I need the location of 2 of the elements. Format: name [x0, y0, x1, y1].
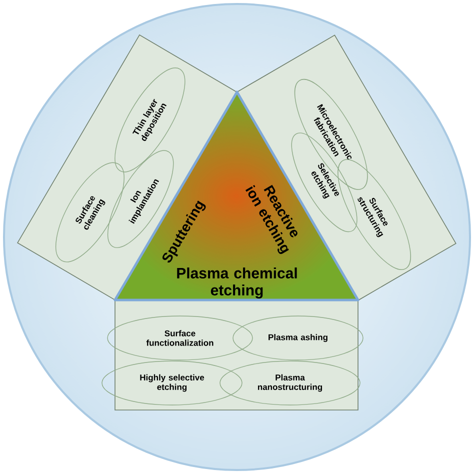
- panel: [114, 300, 358, 410]
- triangle-label: Plasma chemical etching: [177, 267, 297, 299]
